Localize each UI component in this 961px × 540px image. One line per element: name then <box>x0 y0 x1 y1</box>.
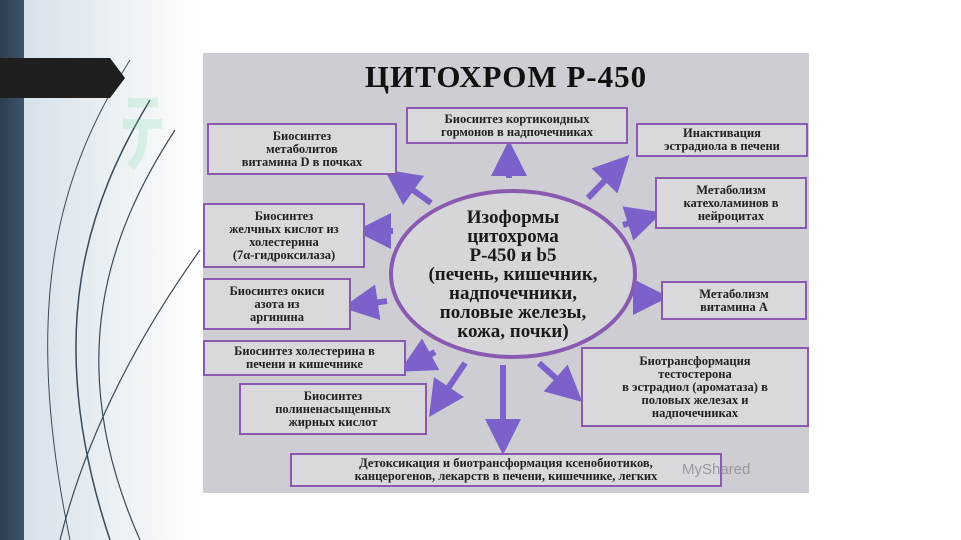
arrows-layer <box>342 140 669 455</box>
box-vitamin-d-metabolites: Биосинтез метаболитов витамина D в почка… <box>207 123 397 175</box>
arrow-estradiol <box>585 155 630 201</box>
box-testosterone-biotransformation: Биотрансформация тестостерона в эстрадио… <box>581 347 809 427</box>
center-ellipse-cytochrome-isoforms: Изоформы цитохрома Р-450 и b5 (печень, к… <box>389 189 637 359</box>
arrow-cholesterol <box>399 338 440 372</box>
box-xenobiotic-detox: Детоксикация и биотрансформация ксенобио… <box>290 453 722 487</box>
arrow-pufa <box>429 361 468 417</box>
diagram-panel: ЦИТОХРОМ Р-450 Биосинтез кортикоидных го… <box>203 53 809 493</box>
slide-arrow-tab <box>0 58 125 98</box>
box-nitric-oxide-biosynthesis: Биосинтез окиси азота из аргинина <box>203 278 351 330</box>
myshared-watermark: MyShared <box>682 461 751 478</box>
box-corticoid-biosynthesis: Биосинтез кортикоидных гормонов в надпоч… <box>406 107 628 144</box>
arrow-vitd <box>384 169 433 206</box>
box-bile-acid-biosynthesis: Биосинтез желчных кислот из холестерина … <box>203 203 365 268</box>
arrow-catechol <box>622 206 663 241</box>
box-cholesterol-biosynthesis: Биосинтез холестерина в печени и кишечни… <box>203 340 406 376</box>
box-catecholamine-metabolism: Метаболизм катехоламинов в нейроцитах <box>655 177 807 229</box>
arrow-nitric <box>342 284 388 321</box>
arrow-testosterone <box>536 360 583 403</box>
box-vitamin-a-metabolism: Метаболизм витамина А <box>661 281 807 320</box>
diagram-title: ЦИТОХРОМ Р-450 <box>364 59 648 94</box>
box-pufa-biosynthesis: Биосинтез полиненасыщенных жирных кислот <box>239 383 427 435</box>
box-estradiol-inactivation: Инактивация эстрадиола в печени <box>636 123 808 157</box>
watermark-glyph: ﾃ <box>120 84 165 184</box>
